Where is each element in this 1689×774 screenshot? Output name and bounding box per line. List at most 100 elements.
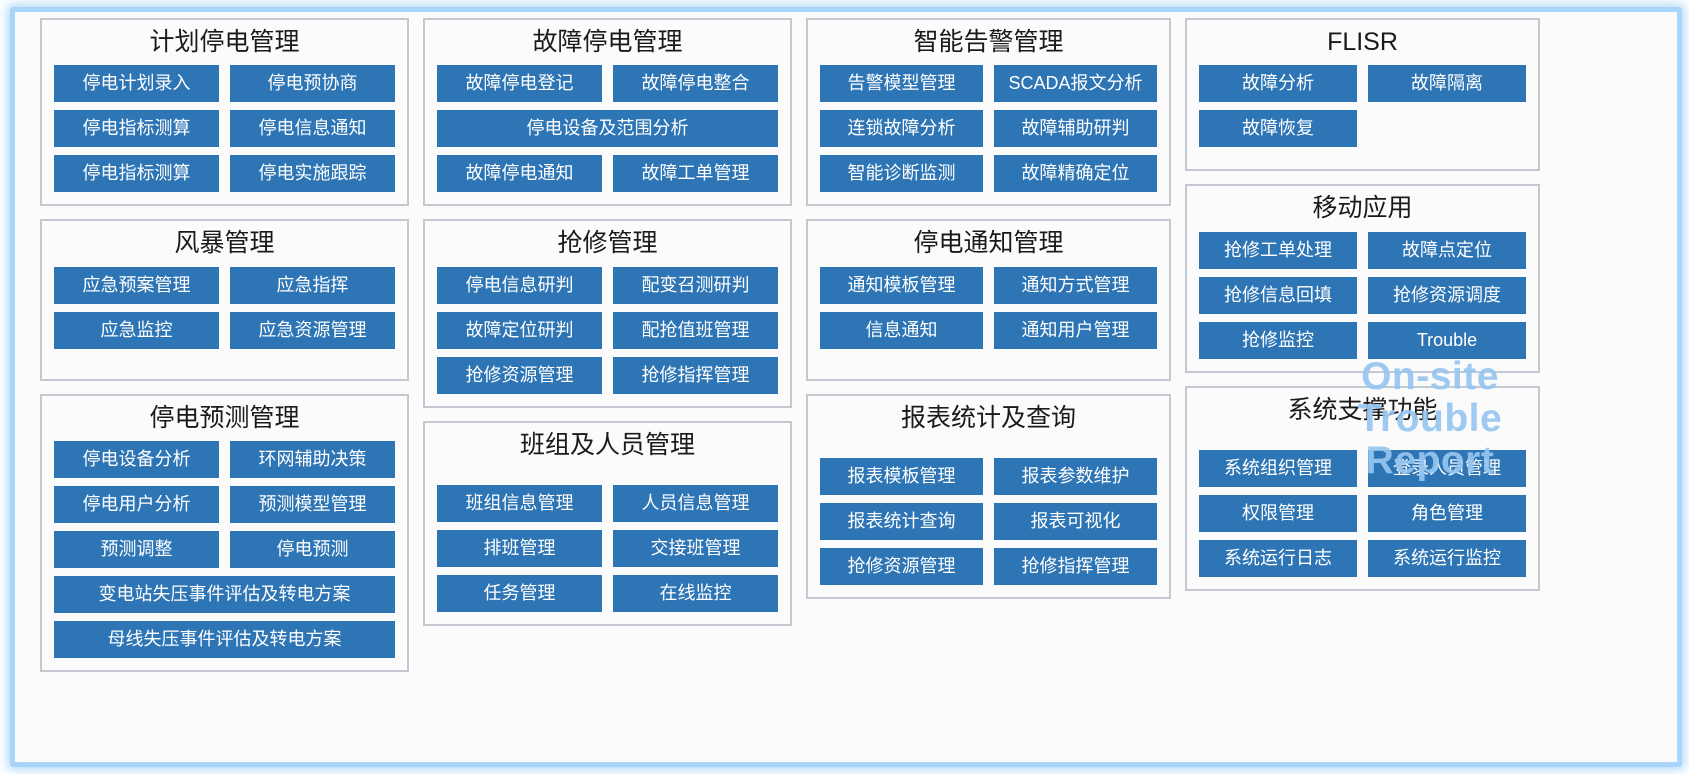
module-button[interactable]: 抢修监控 — [1199, 321, 1357, 359]
module-button[interactable]: 停电设备及范围分析 — [437, 110, 778, 148]
button-grid: 应急预案管理 应急指挥 应急监控 应急资源管理 — [54, 266, 395, 349]
button-row: 报表统计查询 报表可视化 — [820, 502, 1157, 540]
module-button[interactable]: 智能诊断监测 — [820, 155, 983, 193]
button-row: 停电设备分析 环网辅助决策 — [54, 440, 395, 478]
panel-mobile-application: 移动应用 抢修工单处理 故障点定位 抢修信息回填 抢修资源调度 抢修监控 Tro… — [1185, 184, 1540, 373]
button-row: 故障恢复 — [1199, 110, 1526, 148]
module-button[interactable]: 抢修指挥管理 — [613, 356, 778, 394]
module-button[interactable]: 停电计划录入 — [54, 65, 219, 103]
module-button[interactable]: 抢修工单处理 — [1199, 231, 1357, 269]
module-button[interactable]: 连锁故障分析 — [820, 110, 983, 148]
module-button[interactable]: 停电实施跟踪 — [230, 155, 395, 193]
module-button[interactable]: 信息通知 — [820, 311, 983, 349]
module-button[interactable]: 停电用户分析 — [54, 485, 219, 523]
button-row: 告警模型管理 SCADA报文分析 — [820, 65, 1157, 103]
module-button[interactable]: 班组信息管理 — [437, 484, 602, 522]
panel-outage-notification: 停电通知管理 通知模板管理 通知方式管理 信息通知 通知用户管理 — [806, 219, 1171, 381]
module-button[interactable]: 变电站失压事件评估及转电方案 — [54, 575, 395, 613]
button-row: 通知模板管理 通知方式管理 — [820, 266, 1157, 304]
button-row: 报表模板管理 报表参数维护 — [820, 457, 1157, 495]
module-button[interactable]: 报表模板管理 — [820, 457, 983, 495]
module-button[interactable]: 故障精确定位 — [994, 155, 1157, 193]
button-row: 停电信息研判 配变召测研判 — [437, 266, 778, 304]
button-row: 智能诊断监测 故障精确定位 — [820, 155, 1157, 193]
module-button[interactable]: 任务管理 — [437, 574, 602, 612]
module-button[interactable]: SCADA报文分析 — [994, 65, 1157, 103]
module-button[interactable]: 抢修资源管理 — [437, 356, 602, 394]
panel-title: 风暴管理 — [174, 229, 275, 258]
module-button[interactable]: 报表参数维护 — [994, 457, 1157, 495]
button-row: 排班管理 交接班管理 — [437, 529, 778, 567]
module-button[interactable]: 系统运行日志 — [1199, 539, 1357, 577]
panel-title: FLISR — [1327, 28, 1398, 56]
button-row: 连锁故障分析 故障辅助研判 — [820, 110, 1157, 148]
module-button[interactable]: 预测调整 — [54, 530, 219, 568]
module-button[interactable]: 在线监控 — [613, 574, 778, 612]
module-button[interactable]: 配变召测研判 — [613, 266, 778, 304]
module-button[interactable]: 权限管理 — [1199, 494, 1357, 532]
module-button[interactable]: 故障工单管理 — [613, 155, 778, 193]
module-button[interactable]: 排班管理 — [437, 529, 602, 567]
module-button[interactable]: 故障停电通知 — [437, 155, 602, 193]
module-button[interactable]: 人员信息管理 — [613, 484, 778, 522]
module-button[interactable]: 报表可视化 — [994, 502, 1157, 540]
module-button[interactable]: 停电指标测算 — [54, 155, 219, 193]
module-button[interactable]: 抢修信息回填 — [1199, 276, 1357, 314]
module-button[interactable]: 通知模板管理 — [820, 266, 983, 304]
module-button[interactable]: 预测模型管理 — [230, 485, 395, 523]
module-button[interactable]: 应急预案管理 — [54, 266, 219, 304]
button-row: 任务管理 在线监控 — [437, 574, 778, 612]
module-button[interactable]: 停电预测 — [230, 530, 395, 568]
module-button[interactable]: 角色管理 — [1368, 494, 1526, 532]
button-row: 抢修监控 Trouble — [1199, 321, 1526, 359]
module-button[interactable]: 故障隔离 — [1368, 65, 1526, 103]
module-button[interactable]: 故障辅助研判 — [994, 110, 1157, 148]
panel-flisr: FLISR 故障分析 故障隔离 故障恢复 — [1185, 18, 1540, 172]
module-button[interactable]: 故障停电整合 — [613, 65, 778, 103]
module-button[interactable]: 母线失压事件评估及转电方案 — [54, 620, 395, 658]
button-row: 停电指标测算 停电实施跟踪 — [54, 155, 395, 193]
button-grid: 故障分析 故障隔离 故障恢复 — [1199, 65, 1526, 148]
panel-title: 停电通知管理 — [913, 229, 1064, 258]
module-button[interactable]: 停电预协商 — [230, 65, 395, 103]
button-row: 变电站失压事件评估及转电方案 — [54, 575, 395, 613]
module-button[interactable]: 故障停电登记 — [437, 65, 602, 103]
panel-title: 系统支撑功能 — [1287, 395, 1438, 424]
module-button[interactable]: 应急监控 — [54, 311, 219, 349]
module-button[interactable]: 配抢值班管理 — [613, 311, 778, 349]
module-button[interactable]: 交接班管理 — [613, 529, 778, 567]
module-button[interactable]: 故障恢复 — [1199, 110, 1357, 148]
module-button[interactable]: 抢修资源管理 — [820, 547, 983, 585]
module-button[interactable]: 系统运行监控 — [1368, 539, 1526, 577]
button-grid: 报表模板管理 报表参数维护 报表统计查询 报表可视化 抢修资源管理 抢修指挥管理 — [820, 457, 1157, 585]
module-button[interactable]: 故障定位研判 — [437, 311, 602, 349]
button-grid: 班组信息管理 人员信息管理 排班管理 交接班管理 任务管理 在线监控 — [437, 484, 778, 612]
module-button[interactable]: 抢修指挥管理 — [994, 547, 1157, 585]
module-button[interactable]: 停电信息通知 — [230, 110, 395, 148]
button-row: 停电设备及范围分析 — [437, 110, 778, 148]
module-button[interactable]: 停电设备分析 — [54, 440, 219, 478]
button-row: 故障停电登记 故障停电整合 — [437, 65, 778, 103]
module-button[interactable]: 登录人员管理 — [1368, 449, 1526, 487]
panel-report-statistics: 报表统计及查询 报表模板管理 报表参数维护 报表统计查询 报表可视化 抢修资源管… — [806, 393, 1171, 599]
button-row: 信息通知 通知用户管理 — [820, 311, 1157, 349]
module-button[interactable]: 停电信息研判 — [437, 266, 602, 304]
module-button[interactable]: 通知方式管理 — [994, 266, 1157, 304]
module-button[interactable]: 故障点定位 — [1368, 231, 1526, 269]
button-row: 系统组织管理 登录人员管理 — [1199, 449, 1526, 487]
button-grid: 告警模型管理 SCADA报文分析 连锁故障分析 故障辅助研判 智能诊断监测 故障… — [820, 65, 1157, 193]
button-grid: 通知模板管理 通知方式管理 信息通知 通知用户管理 — [820, 266, 1157, 349]
module-button[interactable]: Trouble — [1368, 321, 1526, 359]
button-row: 停电指标测算 停电信息通知 — [54, 110, 395, 148]
module-button[interactable]: 应急资源管理 — [230, 311, 395, 349]
module-button[interactable]: 通知用户管理 — [994, 311, 1157, 349]
module-button[interactable]: 停电指标测算 — [54, 110, 219, 148]
module-button[interactable]: 报表统计查询 — [820, 502, 983, 540]
module-button[interactable]: 抢修资源调度 — [1368, 276, 1526, 314]
empty-slot — [1368, 110, 1526, 147]
module-button[interactable]: 系统组织管理 — [1199, 449, 1357, 487]
module-button[interactable]: 应急指挥 — [230, 266, 395, 304]
module-button[interactable]: 环网辅助决策 — [230, 440, 395, 478]
module-button[interactable]: 告警模型管理 — [820, 65, 983, 103]
module-button[interactable]: 故障分析 — [1199, 65, 1357, 103]
